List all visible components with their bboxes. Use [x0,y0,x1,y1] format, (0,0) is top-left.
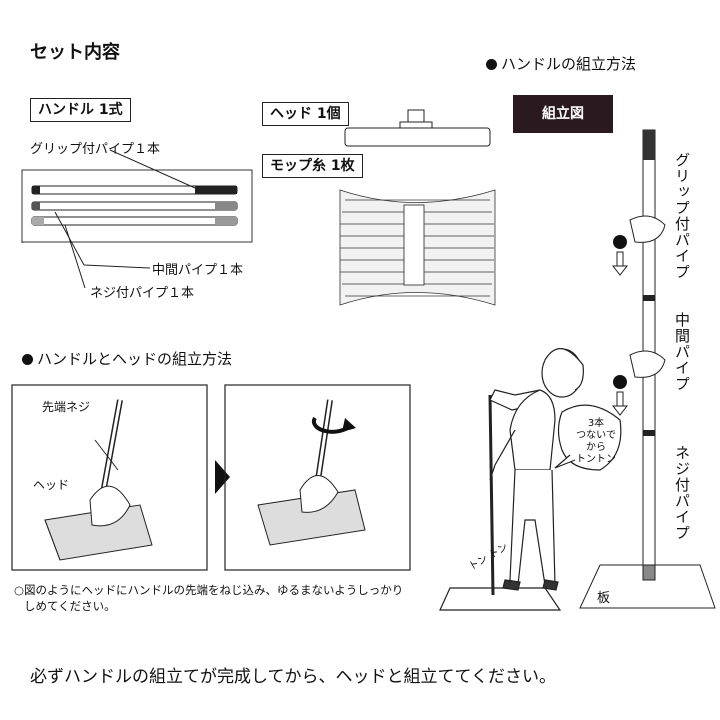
bullet-icon [22,354,33,365]
head-assembly-title: ハンドルとヘッドの組立方法 [22,348,232,369]
speech-bubble: 3本 つないで から トントン [572,418,620,466]
bullet-icon [486,59,497,70]
grip-pipe-label: グリップ付パイプ１本 [30,142,161,157]
next-step-arrow-icon [215,460,230,494]
bubble-line-2: つないで [576,430,616,441]
bubble-line-3: から [586,442,606,453]
handle-assembly-title: ハンドルの組立方法 [486,53,636,74]
head-count-label: ヘッド 1個 [262,102,349,126]
mop-yarn-illustration [339,189,496,306]
assembly-diagram-label: 組立図 [513,95,613,133]
screw-pipe-vertical-label: ネジ付パイプ [673,445,691,541]
rotate-arrow-icon [342,418,356,432]
head-illustration [344,109,491,147]
note-line-1: ○図のようにヘッドにハンドルの先端をねじ込み、ゆるまないようしっかり [14,583,404,597]
head-assembly-panel-2 [224,384,411,571]
head-part-label: ヘッド [33,478,70,492]
tip-screw-label: 先端ネジ [42,400,91,414]
middle-pipe-vertical-label: 中間パイプ [673,312,691,392]
grip-pipe-vertical-label: グリップ付パイプ [673,152,691,280]
set-contents-title: セット内容 [30,42,120,63]
board-label: 板 [597,591,611,606]
head-assembly-panel-1 [11,384,208,571]
bubble-line-4: トントン [576,454,616,465]
bubble-line-1: 3本 [587,418,605,429]
handle-assembly-title-text: ハンドルの組立方法 [501,55,637,73]
note-line-2: しめてください。 [24,599,116,613]
pipes-illustration [21,149,253,289]
assembled-handle-illustration [579,129,716,609]
middle-pipe-label: 中間パイプ１本 [152,263,244,278]
person-illustration [439,348,622,611]
footer-notice: 必ずハンドルの組立てが完成してから、ヘッドと組立ててください。 [30,667,556,687]
handle-set-label: ハンドル 1式 [30,98,131,122]
mop-yarn-count-label: モップ糸 1枚 [262,154,363,178]
head-assembly-note: ○図のようにヘッドにハンドルの先端をねじ込み、ゆるまないようしっかり しめてくだ… [14,582,444,614]
screw-pipe-label: ネジ付パイプ１本 [90,286,195,301]
head-assembly-title-text: ハンドルとヘッドの組立方法 [37,350,233,368]
